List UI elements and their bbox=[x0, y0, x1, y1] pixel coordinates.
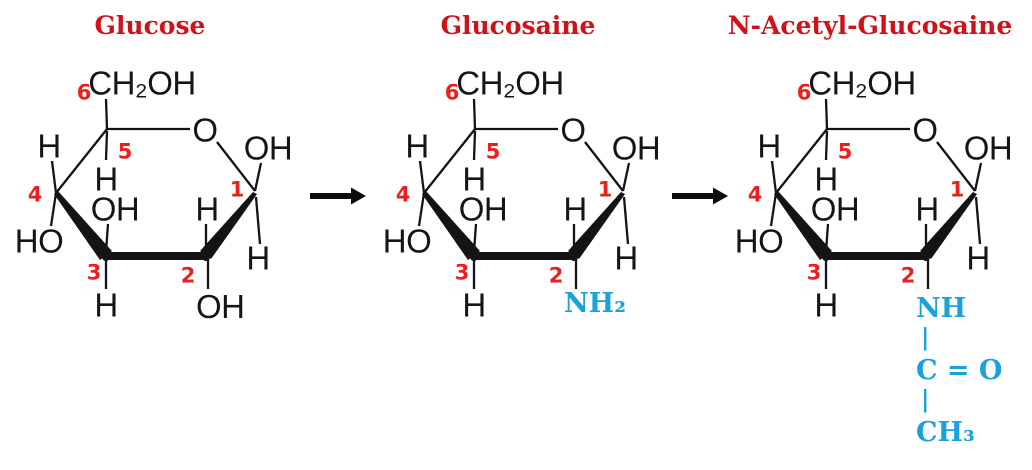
carbon-number-2: 2 bbox=[180, 263, 196, 288]
bond-skeleton bbox=[0, 0, 320, 470]
atom-label-h_c5: H bbox=[94, 160, 118, 198]
atom-label-ch2oh: CH₂OH bbox=[456, 64, 564, 102]
c2-substituent-row: NH bbox=[916, 293, 967, 324]
carbon-number-6: 6 bbox=[796, 80, 812, 105]
atom-label-h_c4: H bbox=[757, 127, 781, 165]
c2-substituent-row: | bbox=[921, 324, 930, 351]
atom-label-h_c3: H bbox=[814, 286, 838, 324]
carbon-number-2: 2 bbox=[548, 263, 564, 288]
carbon-number-1: 1 bbox=[949, 177, 965, 202]
atom-label-h_c3: H bbox=[94, 286, 118, 324]
c2-substituent-row: NH₂ bbox=[564, 288, 627, 319]
carbon-number-4: 4 bbox=[27, 182, 43, 207]
atom-label-ho_c4: HO bbox=[734, 222, 784, 260]
c2-substituent-row: CH₃ bbox=[916, 417, 975, 448]
atom-label-h_c5: H bbox=[462, 160, 486, 198]
carbon-number-5: 5 bbox=[117, 139, 133, 164]
molecule-title: Glucose bbox=[94, 11, 206, 40]
atom-label-oh_c3: OH bbox=[810, 190, 860, 228]
bond-skeleton bbox=[720, 0, 1032, 470]
atom-label-oh_c1: OH bbox=[963, 129, 1013, 167]
carbon-number-6: 6 bbox=[76, 80, 92, 105]
c2-substituent-row: OH bbox=[196, 288, 245, 325]
atom-label-oh_c3: OH bbox=[458, 190, 508, 228]
atom-label-h_c5: H bbox=[814, 160, 838, 198]
atom-label-ch2oh: CH₂OH bbox=[88, 64, 196, 102]
atom-label-h_c1: H bbox=[614, 239, 638, 277]
atom-label-ring_o: O bbox=[560, 111, 586, 149]
bond-skeleton bbox=[368, 0, 688, 470]
c2-substituent-row: | bbox=[921, 386, 930, 413]
carbon-number-4: 4 bbox=[395, 182, 411, 207]
molecule-title: N-Acetyl-Glucosaine bbox=[727, 11, 1013, 40]
atom-label-h_c2: H bbox=[195, 190, 219, 228]
reaction-arrow-icon bbox=[309, 186, 367, 206]
carbon-number-3: 3 bbox=[806, 260, 822, 285]
c2-substituent-row: C = O bbox=[916, 355, 1003, 386]
atom-label-ho_c4: HO bbox=[382, 222, 432, 260]
atom-label-ring_o: O bbox=[192, 111, 218, 149]
atom-label-h_c1: H bbox=[246, 239, 270, 277]
carbon-number-5: 5 bbox=[837, 139, 853, 164]
atom-label-oh_c1: OH bbox=[611, 129, 661, 167]
molecule-title: Glucosaine bbox=[440, 11, 596, 40]
reaction-arrow-icon bbox=[671, 186, 729, 206]
carbon-number-5: 5 bbox=[485, 139, 501, 164]
atom-label-h_c4: H bbox=[37, 127, 61, 165]
carbon-number-4: 4 bbox=[747, 182, 763, 207]
atom-label-h_c1: H bbox=[966, 239, 990, 277]
carbon-number-3: 3 bbox=[86, 260, 102, 285]
atom-label-h_c2: H bbox=[563, 190, 587, 228]
atom-label-oh_c1: OH bbox=[243, 129, 293, 167]
carbon-number-3: 3 bbox=[454, 260, 470, 285]
atom-label-ring_o: O bbox=[912, 111, 938, 149]
carbon-number-1: 1 bbox=[229, 177, 245, 202]
atom-label-h_c4: H bbox=[405, 127, 429, 165]
atom-label-h_c3: H bbox=[462, 286, 486, 324]
atom-label-ch2oh: CH₂OH bbox=[808, 64, 916, 102]
atom-label-h_c2: H bbox=[915, 190, 939, 228]
atom-label-oh_c3: OH bbox=[90, 190, 140, 228]
atom-label-ho_c4: HO bbox=[14, 222, 64, 260]
carbon-number-6: 6 bbox=[444, 80, 460, 105]
carbon-number-2: 2 bbox=[900, 263, 916, 288]
carbon-number-1: 1 bbox=[597, 177, 613, 202]
